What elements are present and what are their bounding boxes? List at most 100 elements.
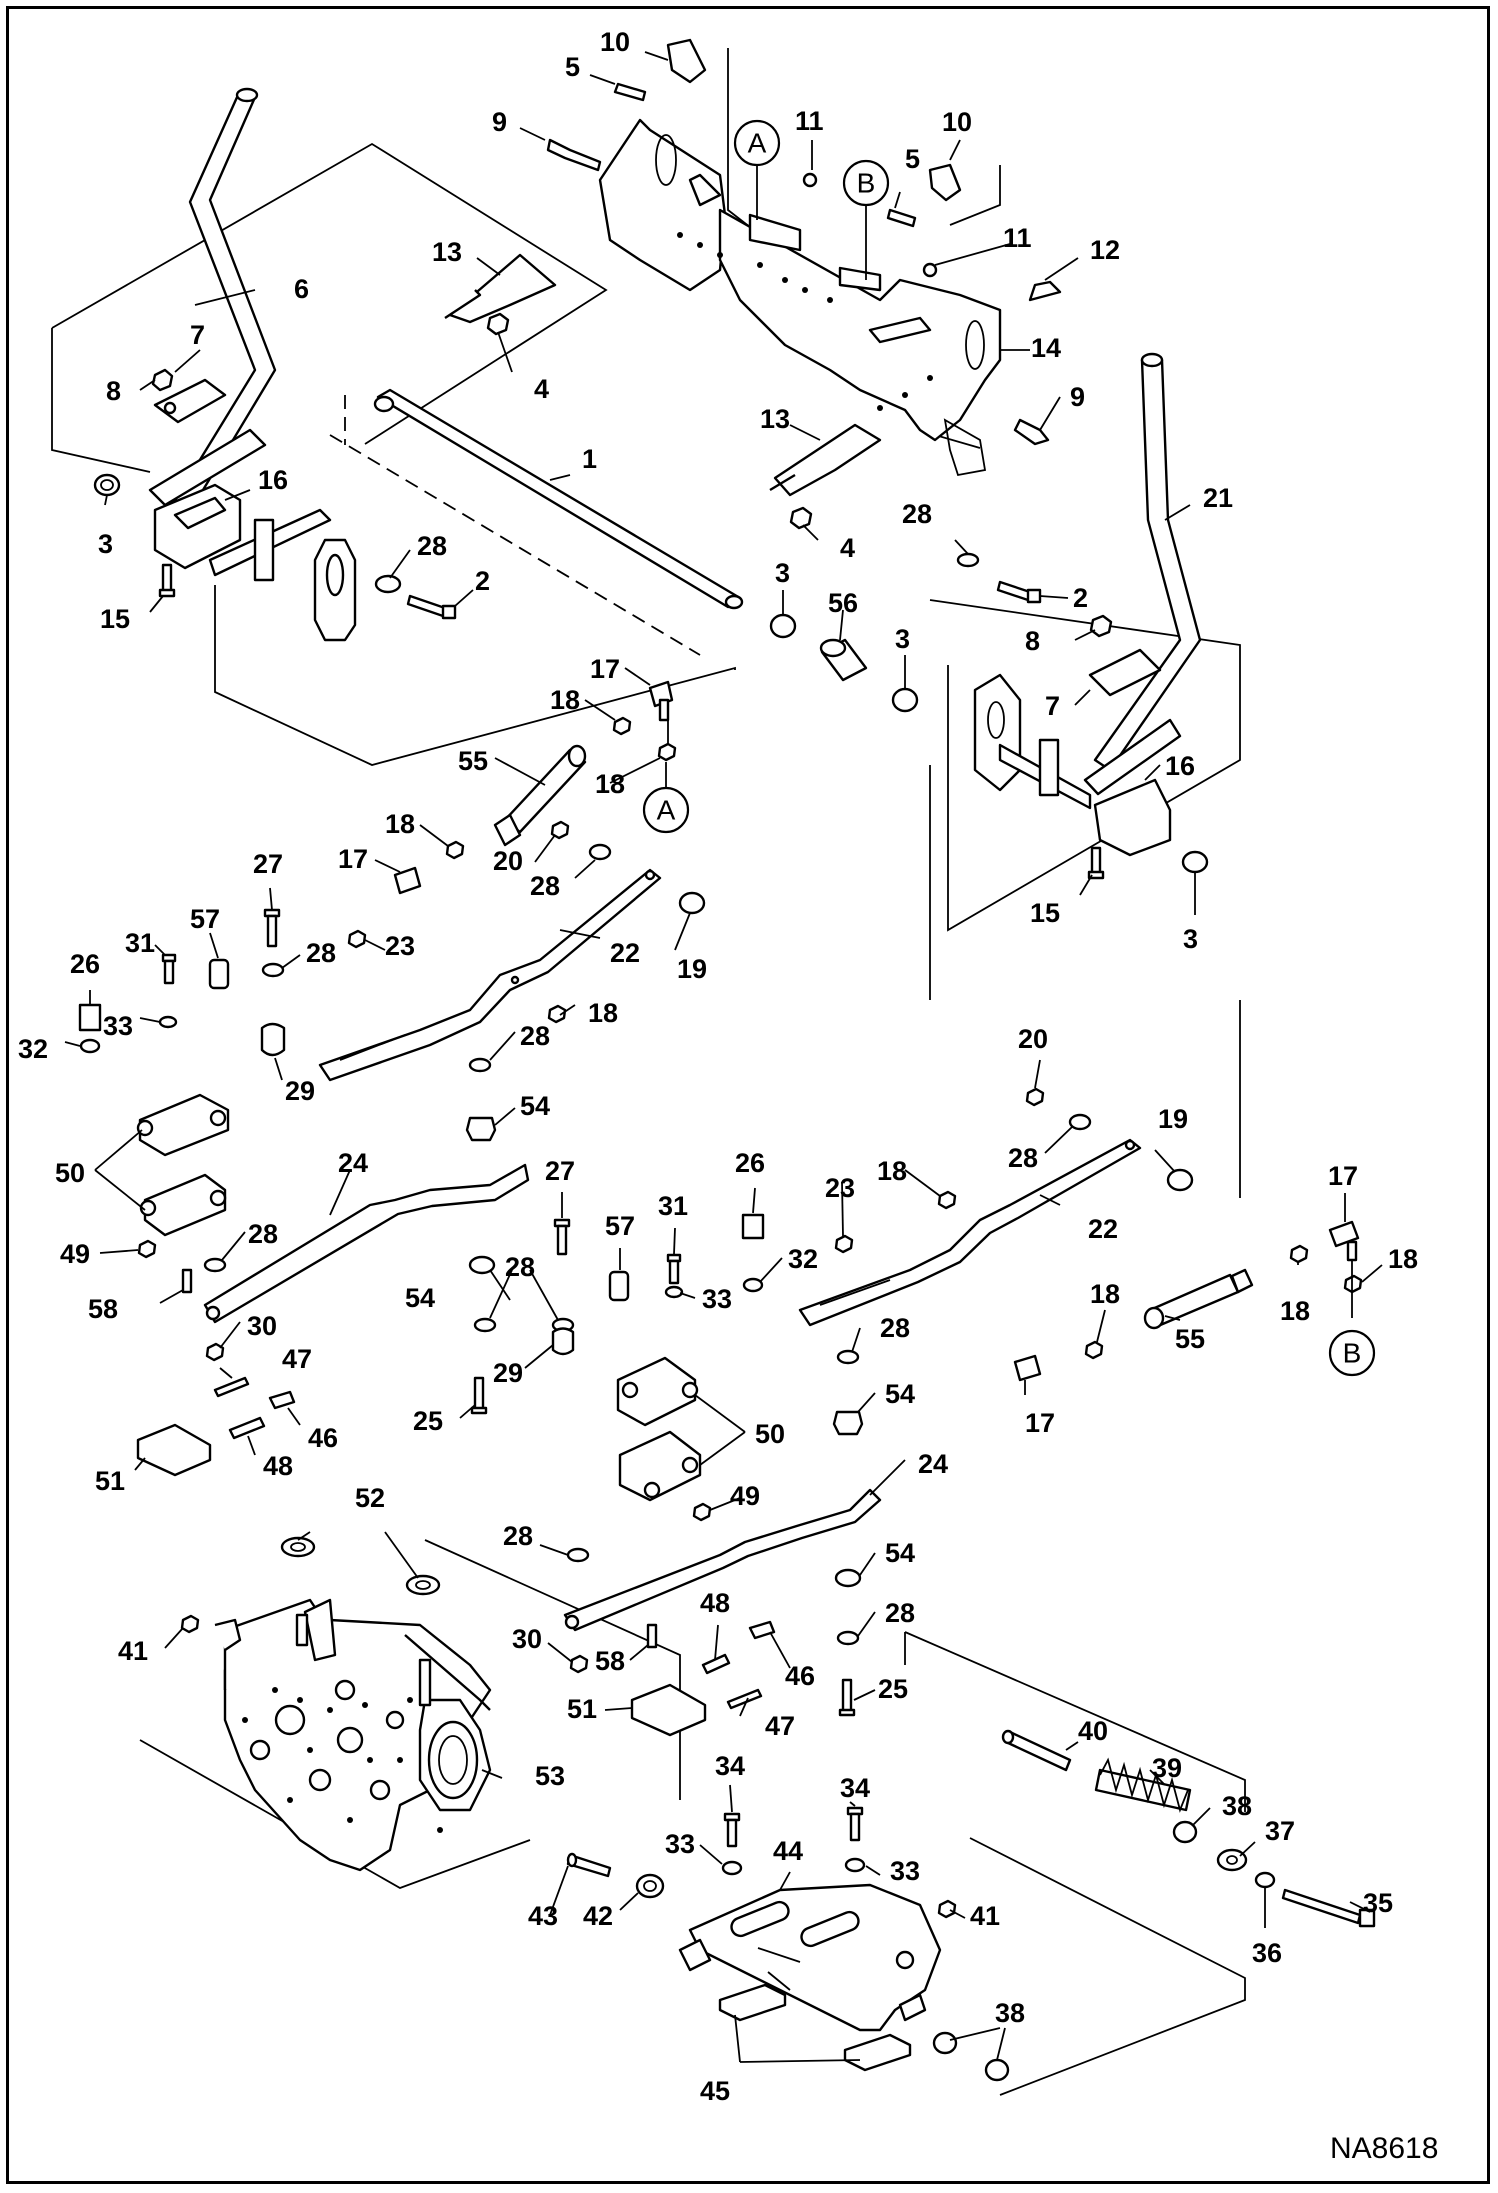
part-31-upper-bolt	[161, 953, 177, 985]
callout-41-bracket: 41	[970, 1901, 1000, 1931]
part-28-washer-27	[261, 962, 285, 978]
part-23-right-nut	[834, 1234, 854, 1254]
callout-52: 52	[355, 1483, 385, 1513]
part-26-mid-cap	[741, 1213, 765, 1240]
part-29-upper-bushing	[260, 1022, 286, 1057]
callout-33-mid: 33	[702, 1284, 732, 1314]
callout-5-top: 5	[565, 52, 580, 82]
part-58-mid-bolt	[646, 1623, 658, 1649]
part-1-cross-shaft	[329, 388, 744, 656]
part-27-upper-bolt	[263, 908, 281, 948]
part-18-upper-nut-a	[612, 716, 632, 736]
part-28-washer-54	[468, 1057, 492, 1073]
callout-15-right: 15	[1030, 898, 1060, 928]
callout-30-left: 30	[247, 1311, 277, 1341]
part-33-left-washer	[721, 1860, 743, 1876]
reference-marker-a-link: A	[642, 762, 690, 834]
callout-2-right: 2	[1073, 583, 1088, 613]
callout-18-top-d: 18	[588, 998, 618, 1028]
callout-7-left: 7	[190, 320, 205, 350]
callout-32-top: 32	[18, 1034, 48, 1064]
callout-8-right: 8	[1025, 626, 1040, 656]
callout-14: 14	[1031, 333, 1061, 363]
callout-54-right-lower: 54	[885, 1538, 915, 1568]
callout-28-lower-pair: 28	[505, 1252, 535, 1282]
callout-36: 36	[1252, 1938, 1282, 1968]
callout-25-left: 25	[413, 1406, 443, 1436]
part-47-left-bolt	[213, 1376, 250, 1398]
part-56-spacer	[819, 638, 868, 682]
part-7-right-clamp	[1088, 648, 1162, 697]
part-28-washer-right	[956, 552, 980, 568]
callout-27-top: 27	[253, 849, 283, 879]
callout-16-right: 16	[1165, 751, 1195, 781]
part-30-left-nut	[205, 1342, 225, 1362]
part-34-right-bolt	[846, 1806, 864, 1842]
callout-28-right: 28	[902, 499, 932, 529]
callout-28-left-lower: 28	[248, 1219, 278, 1249]
callout-49-left: 49	[60, 1239, 90, 1269]
part-18-upper-nut-c	[445, 840, 465, 860]
part-3-mid-bushing-b	[891, 687, 919, 713]
part-27-lower-bolt	[553, 1218, 571, 1256]
part-4-upper-nut	[486, 312, 510, 336]
part-15-right-bolt	[1087, 846, 1105, 880]
part-46-left-bolt	[268, 1390, 296, 1410]
part-6-left-lever	[148, 87, 277, 522]
reference-marker-b-link: B	[1328, 1329, 1376, 1377]
callout-43: 43	[528, 1901, 558, 1931]
callout-49-mid: 49	[730, 1481, 760, 1511]
part-32-upper-washer	[79, 1038, 101, 1054]
callout-21: 21	[1203, 483, 1233, 513]
part-47-mid-bolt	[726, 1688, 763, 1710]
part-38-spring-bushing	[1172, 1820, 1198, 1844]
part-20-right-nut	[1025, 1087, 1045, 1107]
callout-28-right-lower: 28	[885, 1598, 915, 1628]
callout-3-left: 3	[98, 529, 113, 559]
callout-13-lower: 13	[760, 404, 790, 434]
part-33-upper-washer	[158, 1015, 178, 1029]
part-54-right-upper-bushing	[832, 1410, 864, 1436]
part-54-upper-bushing	[465, 1116, 497, 1142]
callout-33-right: 33	[890, 1856, 920, 1886]
part-4-lower-nut	[789, 506, 813, 530]
part-42-bushing	[635, 1873, 665, 1899]
callout-54-top: 54	[520, 1091, 550, 1121]
part-13-lower-bracket	[769, 423, 882, 497]
callout-30-mid: 30	[512, 1624, 542, 1654]
part-55-right-actuator	[1143, 1268, 1254, 1330]
callout-38-lower: 38	[995, 1998, 1025, 2028]
callout-22-right: 22	[1088, 1214, 1118, 1244]
part-18-upper-nut-d	[547, 1004, 567, 1024]
reference-marker-b-top: B	[842, 159, 890, 280]
callout-33-top: 33	[103, 1011, 133, 1041]
callout-24-right: 24	[918, 1449, 948, 1479]
callout-2-left: 2	[475, 566, 490, 596]
part-5-lower-pin	[886, 208, 917, 228]
callout-45: 45	[700, 2076, 730, 2106]
part-10-upper-knob	[666, 38, 707, 84]
part-33-right-washer	[844, 1857, 866, 1873]
callout-16-left: 16	[258, 465, 288, 495]
part-49-left-nut	[137, 1239, 157, 1259]
part-23-upper-nut	[347, 929, 367, 949]
part-44-mounting-plate	[678, 1883, 942, 2032]
callout-23-right: 23	[825, 1173, 855, 1203]
part-32-mid-washer	[742, 1277, 764, 1293]
part-22-upper-link-arm	[318, 868, 662, 1082]
part-50-left-plates	[136, 1093, 230, 1237]
callout-27-lower: 27	[545, 1156, 575, 1186]
part-14-mount-frame	[598, 118, 1002, 477]
callout-3-right: 3	[1183, 924, 1198, 954]
part-43-pin	[566, 1852, 612, 1878]
part-11-lower-clip	[922, 262, 938, 278]
callout-56: 56	[828, 588, 858, 618]
part-48-left-bolt	[228, 1416, 266, 1440]
part-26-upper-cap	[78, 1003, 102, 1032]
callout-31-mid: 31	[658, 1191, 688, 1221]
part-24-mid-control-arm	[563, 1488, 882, 1632]
part-15-left-bolt	[158, 563, 176, 598]
part-57-mid-spacer	[608, 1270, 630, 1302]
callout-28-left: 28	[417, 531, 447, 561]
